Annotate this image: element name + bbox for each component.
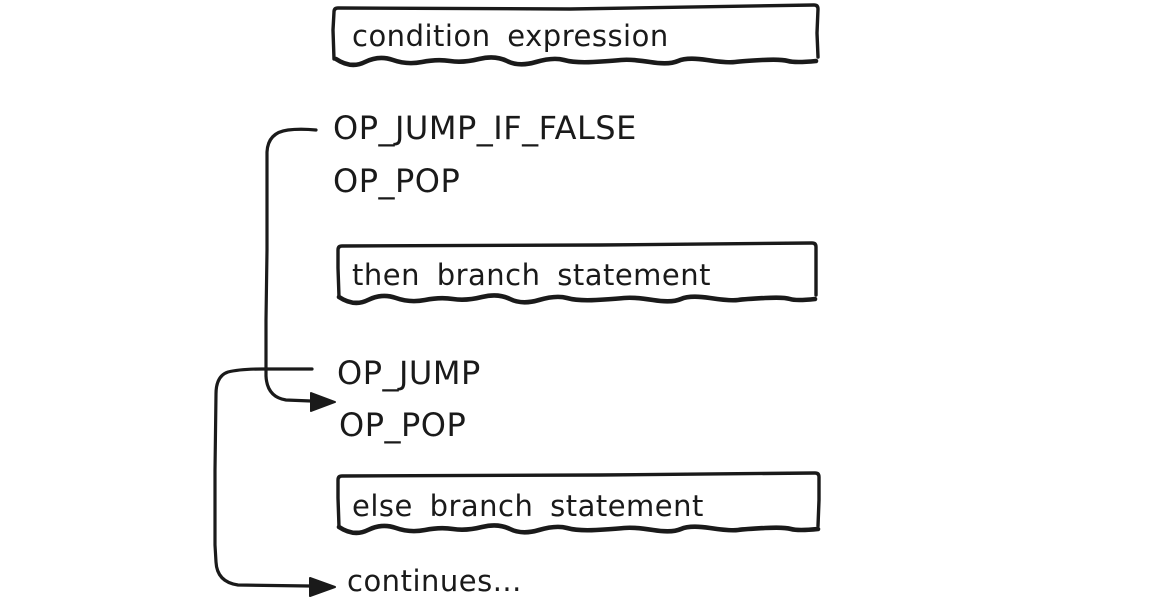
arrow-head-icon [309, 577, 336, 597]
opcode-pop-then: OP_POP [333, 162, 461, 200]
arrow-head-icon [310, 392, 336, 412]
condition-expression-box [331, 3, 820, 68]
continues-label: continues... [347, 564, 522, 598]
condition-expression-label: condition expression [352, 19, 669, 53]
jump-if-false-arrow [264, 127, 336, 412]
else-branch-label: else branch statement [352, 489, 704, 523]
jump-arrow [213, 367, 336, 597]
then-branch-label: then branch statement [352, 258, 712, 292]
else-box-torn-edge [336, 523, 821, 536]
opcode-jump-if-false: OP_JUMP_IF_FALSE [333, 109, 637, 147]
then-box-torn-edge [336, 293, 818, 306]
then-box-outline [336, 241, 818, 299]
opcode-pop-else: OP_POP [339, 406, 467, 444]
else-box-outline [336, 471, 821, 529]
condition-box-outline [331, 3, 820, 61]
jump-if-false-arrow-line [264, 127, 318, 403]
opcode-jump: OP_JUMP [337, 354, 481, 392]
else-branch-box [336, 471, 821, 536]
jump-arrow-line [213, 367, 314, 588]
then-branch-box [336, 241, 818, 306]
condition-box-torn-edge [333, 55, 819, 68]
